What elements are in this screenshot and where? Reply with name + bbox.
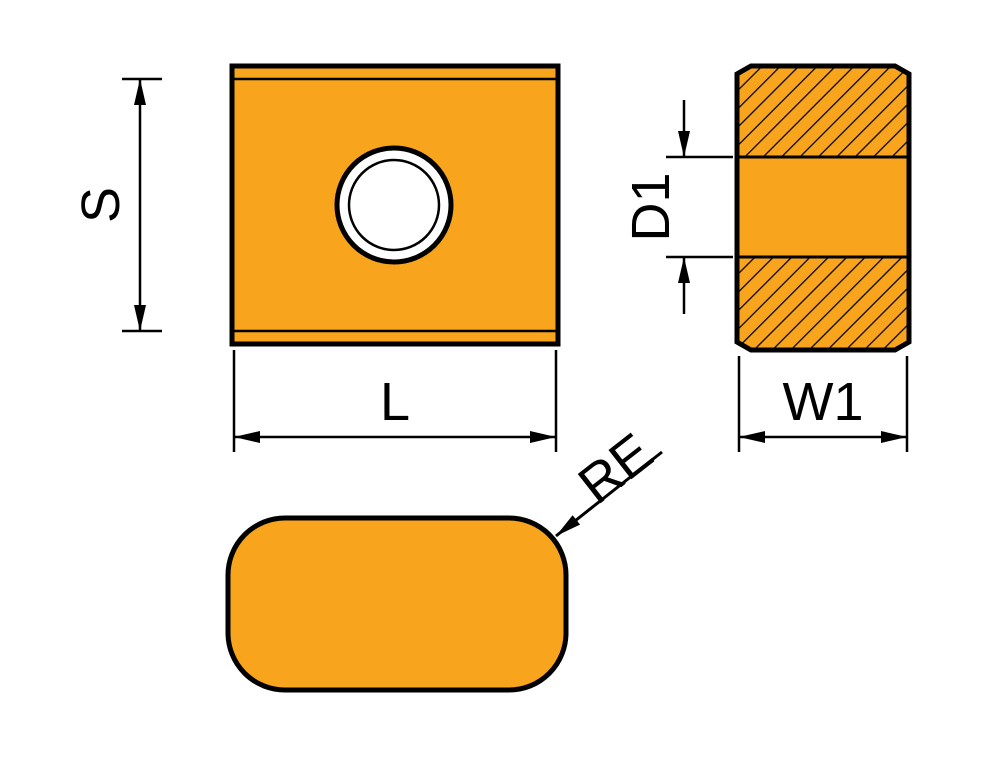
d1-dimension-label: D1	[621, 172, 681, 241]
re-leader-arrow	[555, 450, 663, 538]
side-view-center-band	[735, 155, 911, 259]
re-dimension: RE	[555, 422, 664, 538]
side-view-outline	[734, 63, 912, 353]
w1-dimension: W1	[737, 356, 909, 452]
w1-dimension-label: W1	[783, 372, 864, 432]
s-dimension: S	[71, 77, 162, 333]
s-dimension-label: S	[71, 187, 131, 223]
re-dimension-label: RE	[568, 422, 664, 515]
front-view	[229, 63, 561, 347]
l-dimension-label: L	[380, 372, 410, 432]
side-view	[734, 63, 912, 353]
l-dimension: L	[232, 350, 558, 452]
center-hole-bore	[347, 158, 441, 252]
d1-dimension: D1	[621, 100, 733, 314]
corner-radius-view-body	[225, 515, 569, 693]
corner-radius-view	[225, 515, 569, 693]
